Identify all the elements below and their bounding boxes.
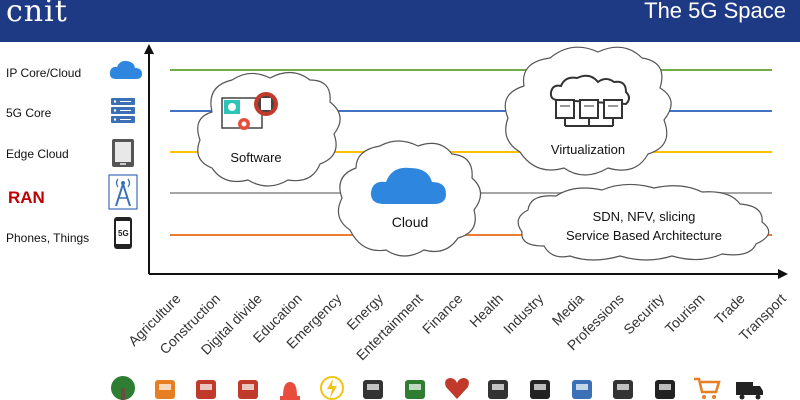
traveller-icon [655, 380, 676, 399]
cloud-label: Cloud [392, 214, 429, 230]
alarm-icon [279, 382, 300, 400]
5g-phone-icon: 5G [114, 217, 132, 249]
virtualization-cloud: Virtualization [504, 46, 672, 176]
antenna-tower-icon [108, 174, 138, 210]
truck-icon [735, 382, 763, 400]
slide-title: The 5G Space [644, 0, 786, 23]
camera-icon [530, 380, 550, 399]
crane-icon [154, 380, 175, 399]
energy-icon [319, 376, 344, 400]
heart-icon [444, 378, 469, 399]
blue-cloud-icon [370, 167, 446, 204]
cloud-cloud: Cloud [337, 140, 482, 257]
virtual-cloud-icon [549, 74, 630, 106]
software-label: Software [230, 150, 281, 165]
music-icon [363, 380, 384, 399]
lock-icon [613, 380, 634, 399]
layer-label-edge-cloud: Edge Cloud [6, 147, 69, 161]
layer-label-ran: RAN [8, 188, 45, 207]
x-axis-arrow [778, 269, 788, 279]
virtualization-label: Virtualization [551, 142, 625, 157]
tree-icon [111, 376, 135, 400]
layer-label-ip-core: IP Core/Cloud [6, 66, 82, 80]
y-axis-arrow [144, 44, 154, 54]
sdn-label: SDN, NFV, slicing [593, 209, 696, 224]
cart-icon [693, 377, 721, 399]
tablet-icon [196, 380, 217, 399]
sdn-cloud: SDN, NFV, slicing Service Based Architec… [517, 183, 770, 261]
layer-label-5g-core: 5G Core [6, 106, 52, 120]
software-cloud: Software [197, 71, 341, 187]
graduation-cap-icon [238, 380, 259, 399]
edge-box-icon [112, 139, 134, 167]
cnit-logo: cnit [6, 0, 68, 29]
server-rack-icon [111, 98, 135, 123]
finance-chart-icon [404, 380, 425, 399]
svg-text:5G: 5G [118, 229, 129, 238]
header-bar: cnit The 5G Space [0, 0, 800, 42]
sba-label: Service Based Architecture [566, 228, 722, 243]
factory-icon [488, 380, 509, 399]
cloud-icon [109, 60, 142, 79]
people-icon [571, 380, 592, 399]
layer-label-phones-things: Phones, Things [6, 231, 90, 245]
